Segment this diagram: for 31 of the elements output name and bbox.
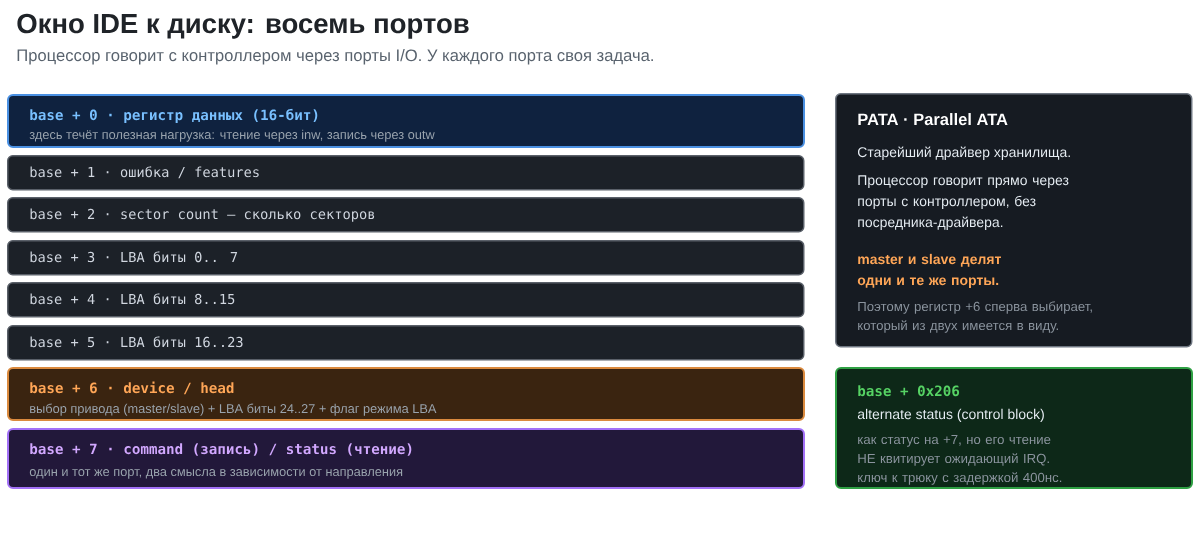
register-name: base + 1 · ошибка / features: [30, 166, 259, 179]
register-box: [7, 325, 805, 361]
register-name: base + 3 · LBA биты 0.. 7: [30, 251, 238, 263]
panel-heading: PATA · Parallel ATA: [858, 113, 1008, 126]
register-box: [7, 197, 805, 233]
info-panel: [835, 367, 1193, 489]
register-name: base + 4 · LBA биты 8..15: [30, 293, 235, 305]
register-note: один и тот же порт, два смысла в зависимости от направления: [29, 469, 403, 479]
panel-heading: base + 0x206: [858, 385, 960, 397]
register-name: base + 6 · device / head: [30, 381, 234, 395]
panel-note: Поэтому регистр +6 сперва выбирает, который из двух имеется в виду.: [858, 301, 1092, 333]
register-note: здесь течёт полезная нагрузка: чтение через inw, запись через outw: [29, 129, 435, 142]
panel-note: как статус на +7, но его чтение НЕ квитирует ожидающий IRQ. ключ к трюку с задержкой 400нс.: [858, 434, 1062, 485]
panel-text: Старейший драйвер хранилища.: [858, 146, 1070, 160]
register-note: выбор привода (master/slave) + LBA биты 24..27 + флаг режима LBA: [30, 403, 437, 416]
subtitle: Процессор говорит с контроллером через порты I/O. У каждого порта своя задача.: [17, 48, 653, 65]
info-panel: [835, 93, 1193, 348]
register-name: base + 5 · LBA биты 16..23: [30, 336, 243, 348]
register-box: [7, 367, 805, 421]
highlight-text: master и slave делят одни и те же порты.: [857, 253, 1001, 288]
register-name: base + 7 · command (запись) / status (чтение): [30, 443, 412, 456]
title: Окно IDE к диску: восемь портов: [17, 13, 469, 39]
register-name: base + 2 · sector count — сколько секторов: [30, 208, 375, 222]
register-box: [7, 94, 805, 148]
panel-text: alternate status (control block): [857, 408, 1044, 422]
register-box: [7, 155, 805, 191]
panel-text: Процессор говорит прямо через порты с контроллером, без посредника-драйвера.: [858, 175, 1069, 230]
register-name: base + 0 · регистр данных (16-бит): [30, 108, 318, 123]
register-box: [7, 428, 805, 489]
register-box: [7, 282, 805, 318]
register-box: [7, 240, 805, 276]
